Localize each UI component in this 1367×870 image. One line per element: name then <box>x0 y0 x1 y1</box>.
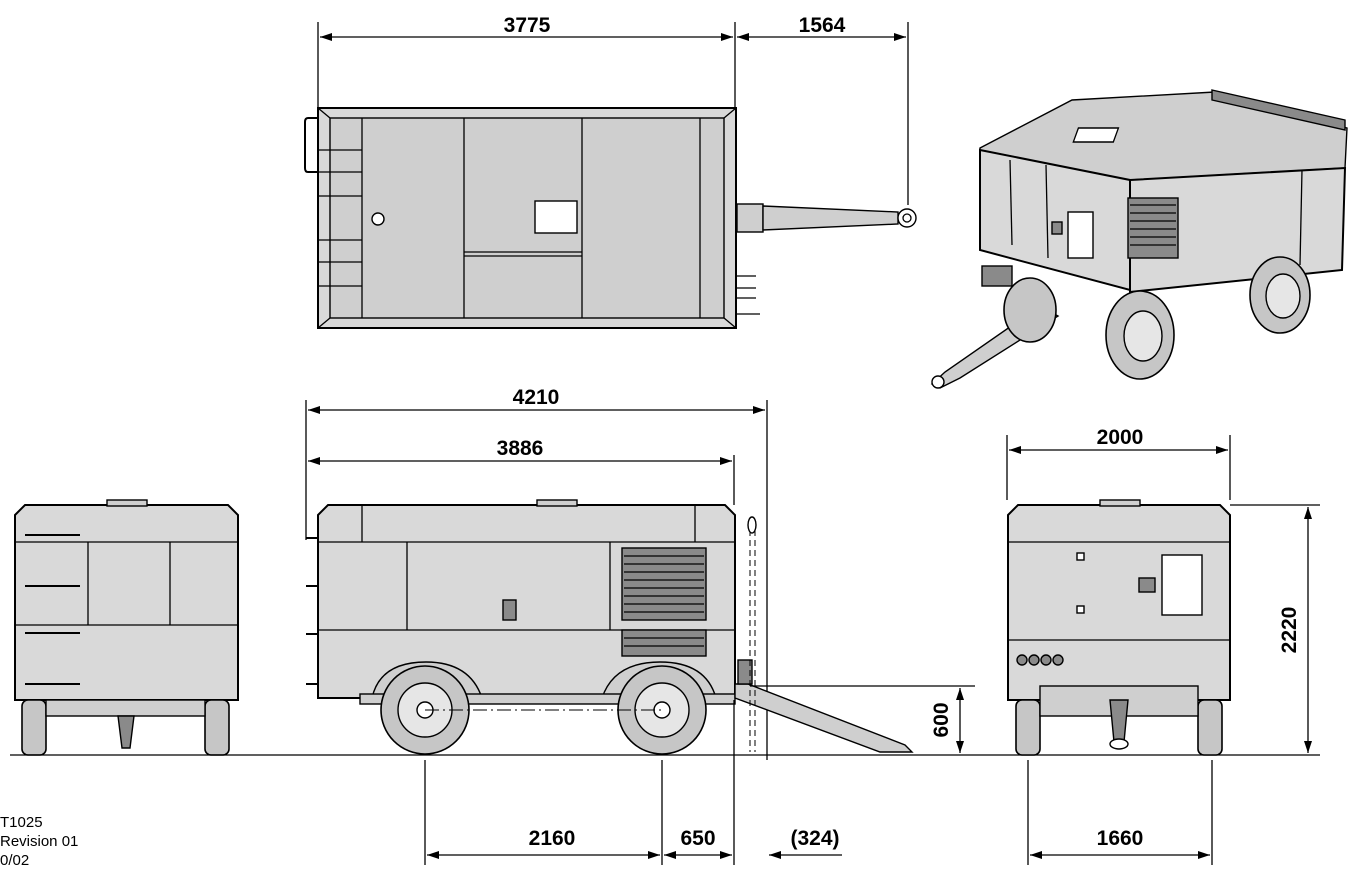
end-view-left <box>14 499 239 756</box>
isometric-view <box>930 89 1348 389</box>
dim-side-overall: 4210 <box>513 386 560 409</box>
dim-rear-overhang: 650 <box>680 827 715 850</box>
dim-track-width: 1660 <box>1097 827 1144 850</box>
side-view: 4210 3886 <box>305 386 914 760</box>
top-view: 3775 1564 <box>304 14 917 329</box>
dim-front-overhang: (324) <box>790 827 839 850</box>
drawing-number: T1025 <box>0 814 43 831</box>
dim-wheelbase: 2160 <box>529 827 576 850</box>
dim-drawbar-height: 600 <box>930 702 953 737</box>
dim-side-body: 3886 <box>497 437 544 460</box>
dim-rear-width: 2000 <box>1097 426 1144 449</box>
revision-label: Revision 01 <box>0 833 79 850</box>
dim-600-group: 600 <box>750 685 975 753</box>
dim-rear-height: 2220 <box>1278 607 1301 654</box>
dim-top-length: 3775 <box>504 14 551 37</box>
tow-eye-top <box>897 208 917 228</box>
side-bottom-dims: 2160 650 (324) <box>424 700 842 865</box>
front-view: 2000 2220 1660 <box>1006 426 1320 865</box>
top-hatch <box>534 200 578 234</box>
dim-top-drawbar: 1564 <box>799 14 846 37</box>
date-label: 0/02 <box>0 852 30 869</box>
